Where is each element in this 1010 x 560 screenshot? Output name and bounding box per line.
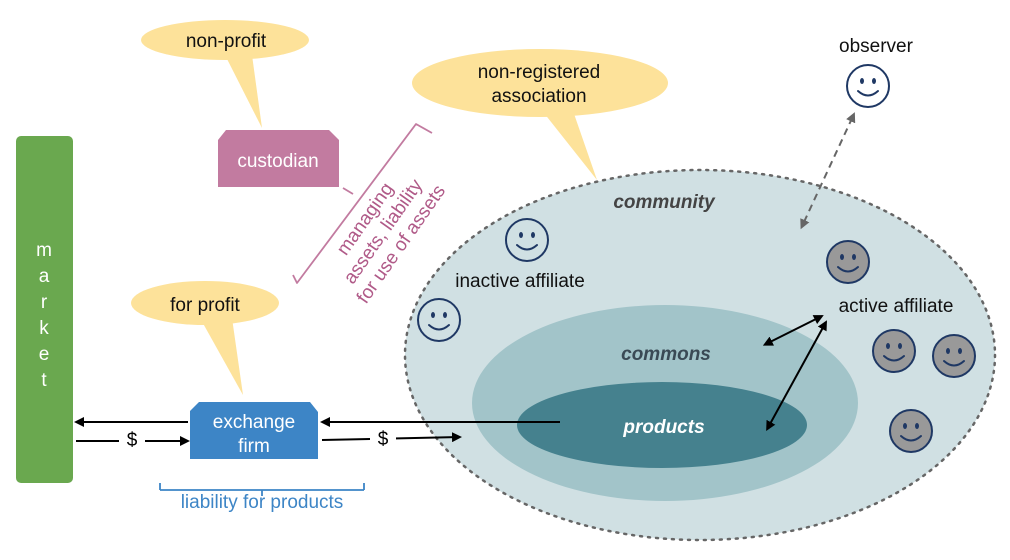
custodian-box: custodian <box>218 130 339 187</box>
inactive-affiliate-label: inactive affiliate <box>455 271 585 292</box>
custodian-bracket <box>292 123 433 284</box>
left-dollar-bg <box>119 428 145 452</box>
market-block <box>16 136 73 483</box>
active-affiliate-face-icon <box>932 334 976 378</box>
right-dollar-bg <box>370 426 396 450</box>
inactive-affiliate-face-icon <box>417 298 461 342</box>
commons-label: commons <box>621 344 711 365</box>
products-label: products <box>622 417 704 438</box>
active-affiliate-face-icon <box>872 329 916 373</box>
right-dollar-label: $ <box>378 429 389 450</box>
exchange-firm-box: exchange firm <box>190 402 318 459</box>
arrow-observer-community <box>800 112 856 230</box>
non-profit-label: non-profit <box>186 31 267 52</box>
active-affiliate-face-icon <box>826 240 870 284</box>
active-affiliate-label: active affiliate <box>839 296 954 317</box>
arrow-active-products <box>766 320 827 432</box>
for-profit-label: for profit <box>170 295 240 316</box>
left-dollar-label: $ <box>127 430 138 451</box>
firm-bracket <box>159 483 365 496</box>
community-label: community <box>613 192 716 213</box>
for-profit-bubble: for profit <box>131 281 279 395</box>
active-affiliate-face-icon <box>889 409 933 453</box>
firm-liability-label: liability for products <box>181 492 344 513</box>
exchange-firm-line1: exchange <box>213 412 295 433</box>
association-line2: association <box>491 86 586 107</box>
observer-label: observer <box>839 36 914 57</box>
exchange-firm-line2: firm <box>238 436 270 457</box>
products-ellipse <box>517 382 807 468</box>
inactive-affiliate-face-icon <box>505 218 549 262</box>
observer-face-icon <box>846 64 890 108</box>
association-line1: non-registered <box>478 62 601 83</box>
non-profit-bubble: non-profit <box>141 20 309 128</box>
custodian-label: custodian <box>237 151 318 172</box>
association-bubble: non-registered association <box>412 49 668 180</box>
